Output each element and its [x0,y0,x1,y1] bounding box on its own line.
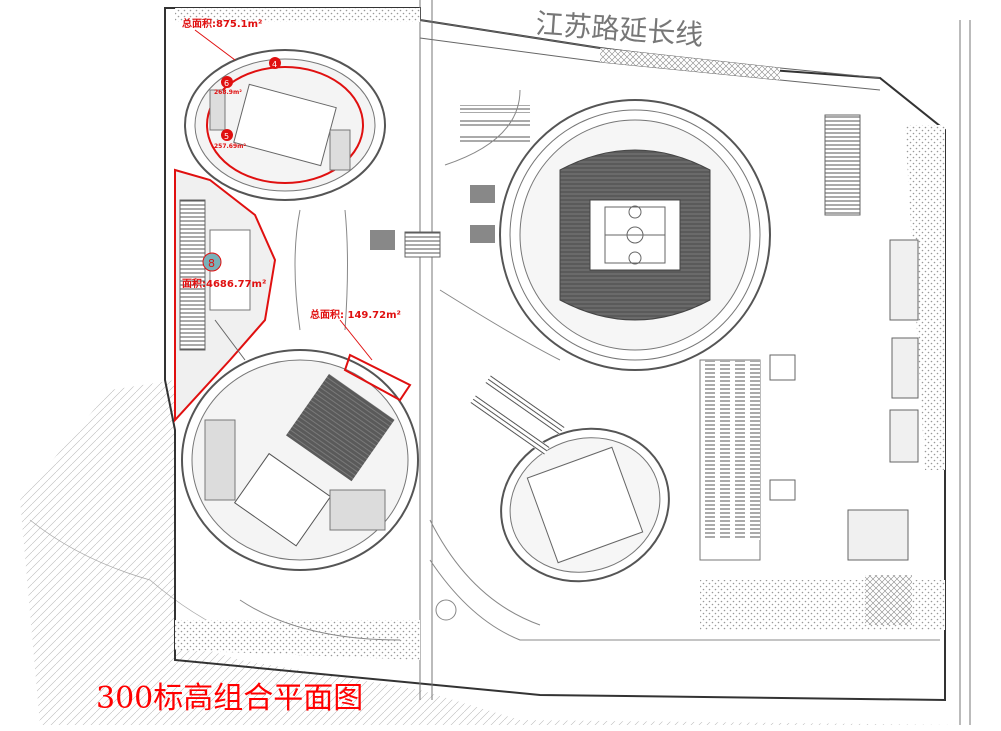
west-block [174,168,277,423]
terrain-slope [20,380,960,725]
internal-roads [239,89,940,641]
south-west-oval-building [181,349,419,571]
north-road [419,0,971,725]
zone-area-6: 257.69m² [214,143,246,150]
drawing-title: 300标高组合平面图 [96,681,363,716]
zone-number-4: 4 [272,60,277,69]
south-east-arena [500,427,670,583]
zone-number-5: 6 [224,79,229,88]
north-oval-building [184,49,386,201]
road-name: 江苏路延长线 [535,7,705,52]
zone-area-5: 268.9m² [214,89,242,96]
zone-number-8: 8 [208,257,215,270]
main-stadium [499,99,771,371]
area-label-middle: 总面积: 149.72m² [310,308,401,321]
area-label-north: 总面积:875.1m² [182,17,262,30]
area-labels: 总面积:875.1m² 总面积: 149.72m² 面积:4686.77m² [182,17,401,361]
area-label-west: 面积:4686.77m² [182,277,266,290]
zone-markers: 6 268.9m² 4 5 257.69m² 8 [202,57,281,272]
east-buildings [769,114,919,561]
zone-number-6: 5 [224,132,229,141]
